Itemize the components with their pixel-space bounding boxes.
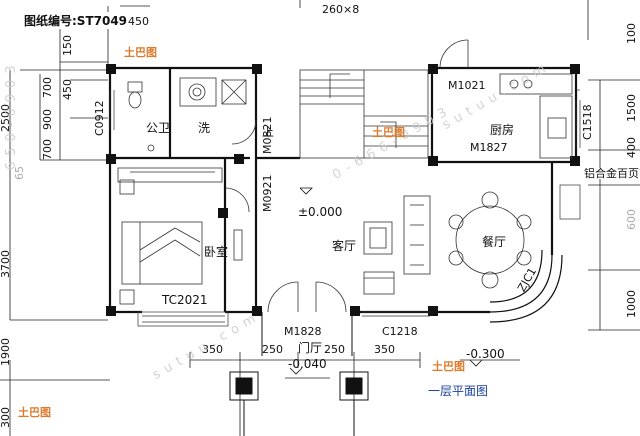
label-m1827: M1827: [470, 141, 508, 154]
stair-up-label: 上: [262, 125, 275, 139]
windows: [109, 89, 581, 327]
room-kitchen: 厨房: [490, 123, 515, 137]
staircase: [299, 69, 429, 159]
dim-top-260x8: 260×8: [322, 3, 360, 16]
level-markers: [289, 187, 483, 375]
elevation-main: ±0.000: [298, 205, 343, 219]
drawing-title: 一层平面图: [428, 384, 489, 398]
bay-window: [489, 249, 563, 323]
label-m0821: M0821: [261, 116, 274, 155]
watermark-logo-mid: 土巴图: [372, 126, 405, 139]
kitchen-counter: [499, 73, 573, 159]
porch: [229, 312, 369, 436]
watermark-logo-top: 土巴图: [124, 46, 157, 59]
dim-bot-350b: 350: [374, 343, 395, 356]
room-porch: 门厅: [298, 341, 323, 355]
label-m0921: M0921: [261, 174, 274, 213]
label-c1518: C1518: [581, 104, 594, 140]
dining-table: [448, 191, 532, 289]
bedroom-furniture: [117, 167, 243, 305]
dim-top-450: 450: [128, 15, 149, 28]
dim-left-700b: 700: [41, 139, 54, 160]
dim-right-1500: 1500: [625, 94, 638, 122]
label-m1828: M1828: [284, 325, 322, 338]
watermark-logo-bottom-right: 土巴图: [432, 360, 465, 373]
dim-right-600: 600: [625, 209, 638, 230]
dim-right-1000: 1000: [625, 290, 638, 318]
dim-left-150: 150: [61, 35, 74, 56]
living-furniture: [363, 195, 431, 295]
door-swings: [224, 39, 469, 313]
dim-bot-250a: 250: [262, 343, 283, 356]
room-bedroom: 卧室: [204, 245, 229, 259]
dim-bot-250b: 250: [324, 343, 345, 356]
watermark-logo-bottom: 土巴图: [18, 406, 51, 419]
room-living: 客厅: [332, 239, 357, 253]
room-dining: 餐厅: [482, 235, 507, 249]
dim-right-400: 400: [625, 137, 638, 158]
elevation-porch: -0.040: [288, 357, 327, 371]
dim-right-100: 100: [625, 23, 638, 44]
dim-left-700: 700: [41, 77, 54, 98]
structural-columns: [106, 64, 580, 316]
label-tc2021: TC2021: [162, 293, 208, 307]
label-m1021: M1021: [448, 79, 486, 92]
dim-left-1900: 1900: [0, 338, 12, 366]
bathroom-fixtures: [127, 77, 247, 152]
room-toilet: 公卫: [146, 121, 171, 135]
dim-left-300: 300: [0, 407, 12, 428]
dim-left-900: 900: [41, 109, 54, 130]
label-c1218: C1218: [382, 325, 418, 338]
watermark-phone-left: 650-0903: [4, 59, 19, 170]
dim-left-450: 450: [61, 79, 74, 100]
room-wash: 洗: [198, 121, 211, 135]
dim-bot-350a: 350: [202, 343, 223, 356]
label-c0912: C0912: [93, 100, 106, 136]
drawing-id: 图纸编号:ST7049: [22, 12, 130, 29]
dim-left-3700: 3700: [0, 250, 12, 278]
window-note: 铝合金百页窗: [584, 168, 640, 179]
elevation-outside: -0.300: [466, 347, 505, 361]
